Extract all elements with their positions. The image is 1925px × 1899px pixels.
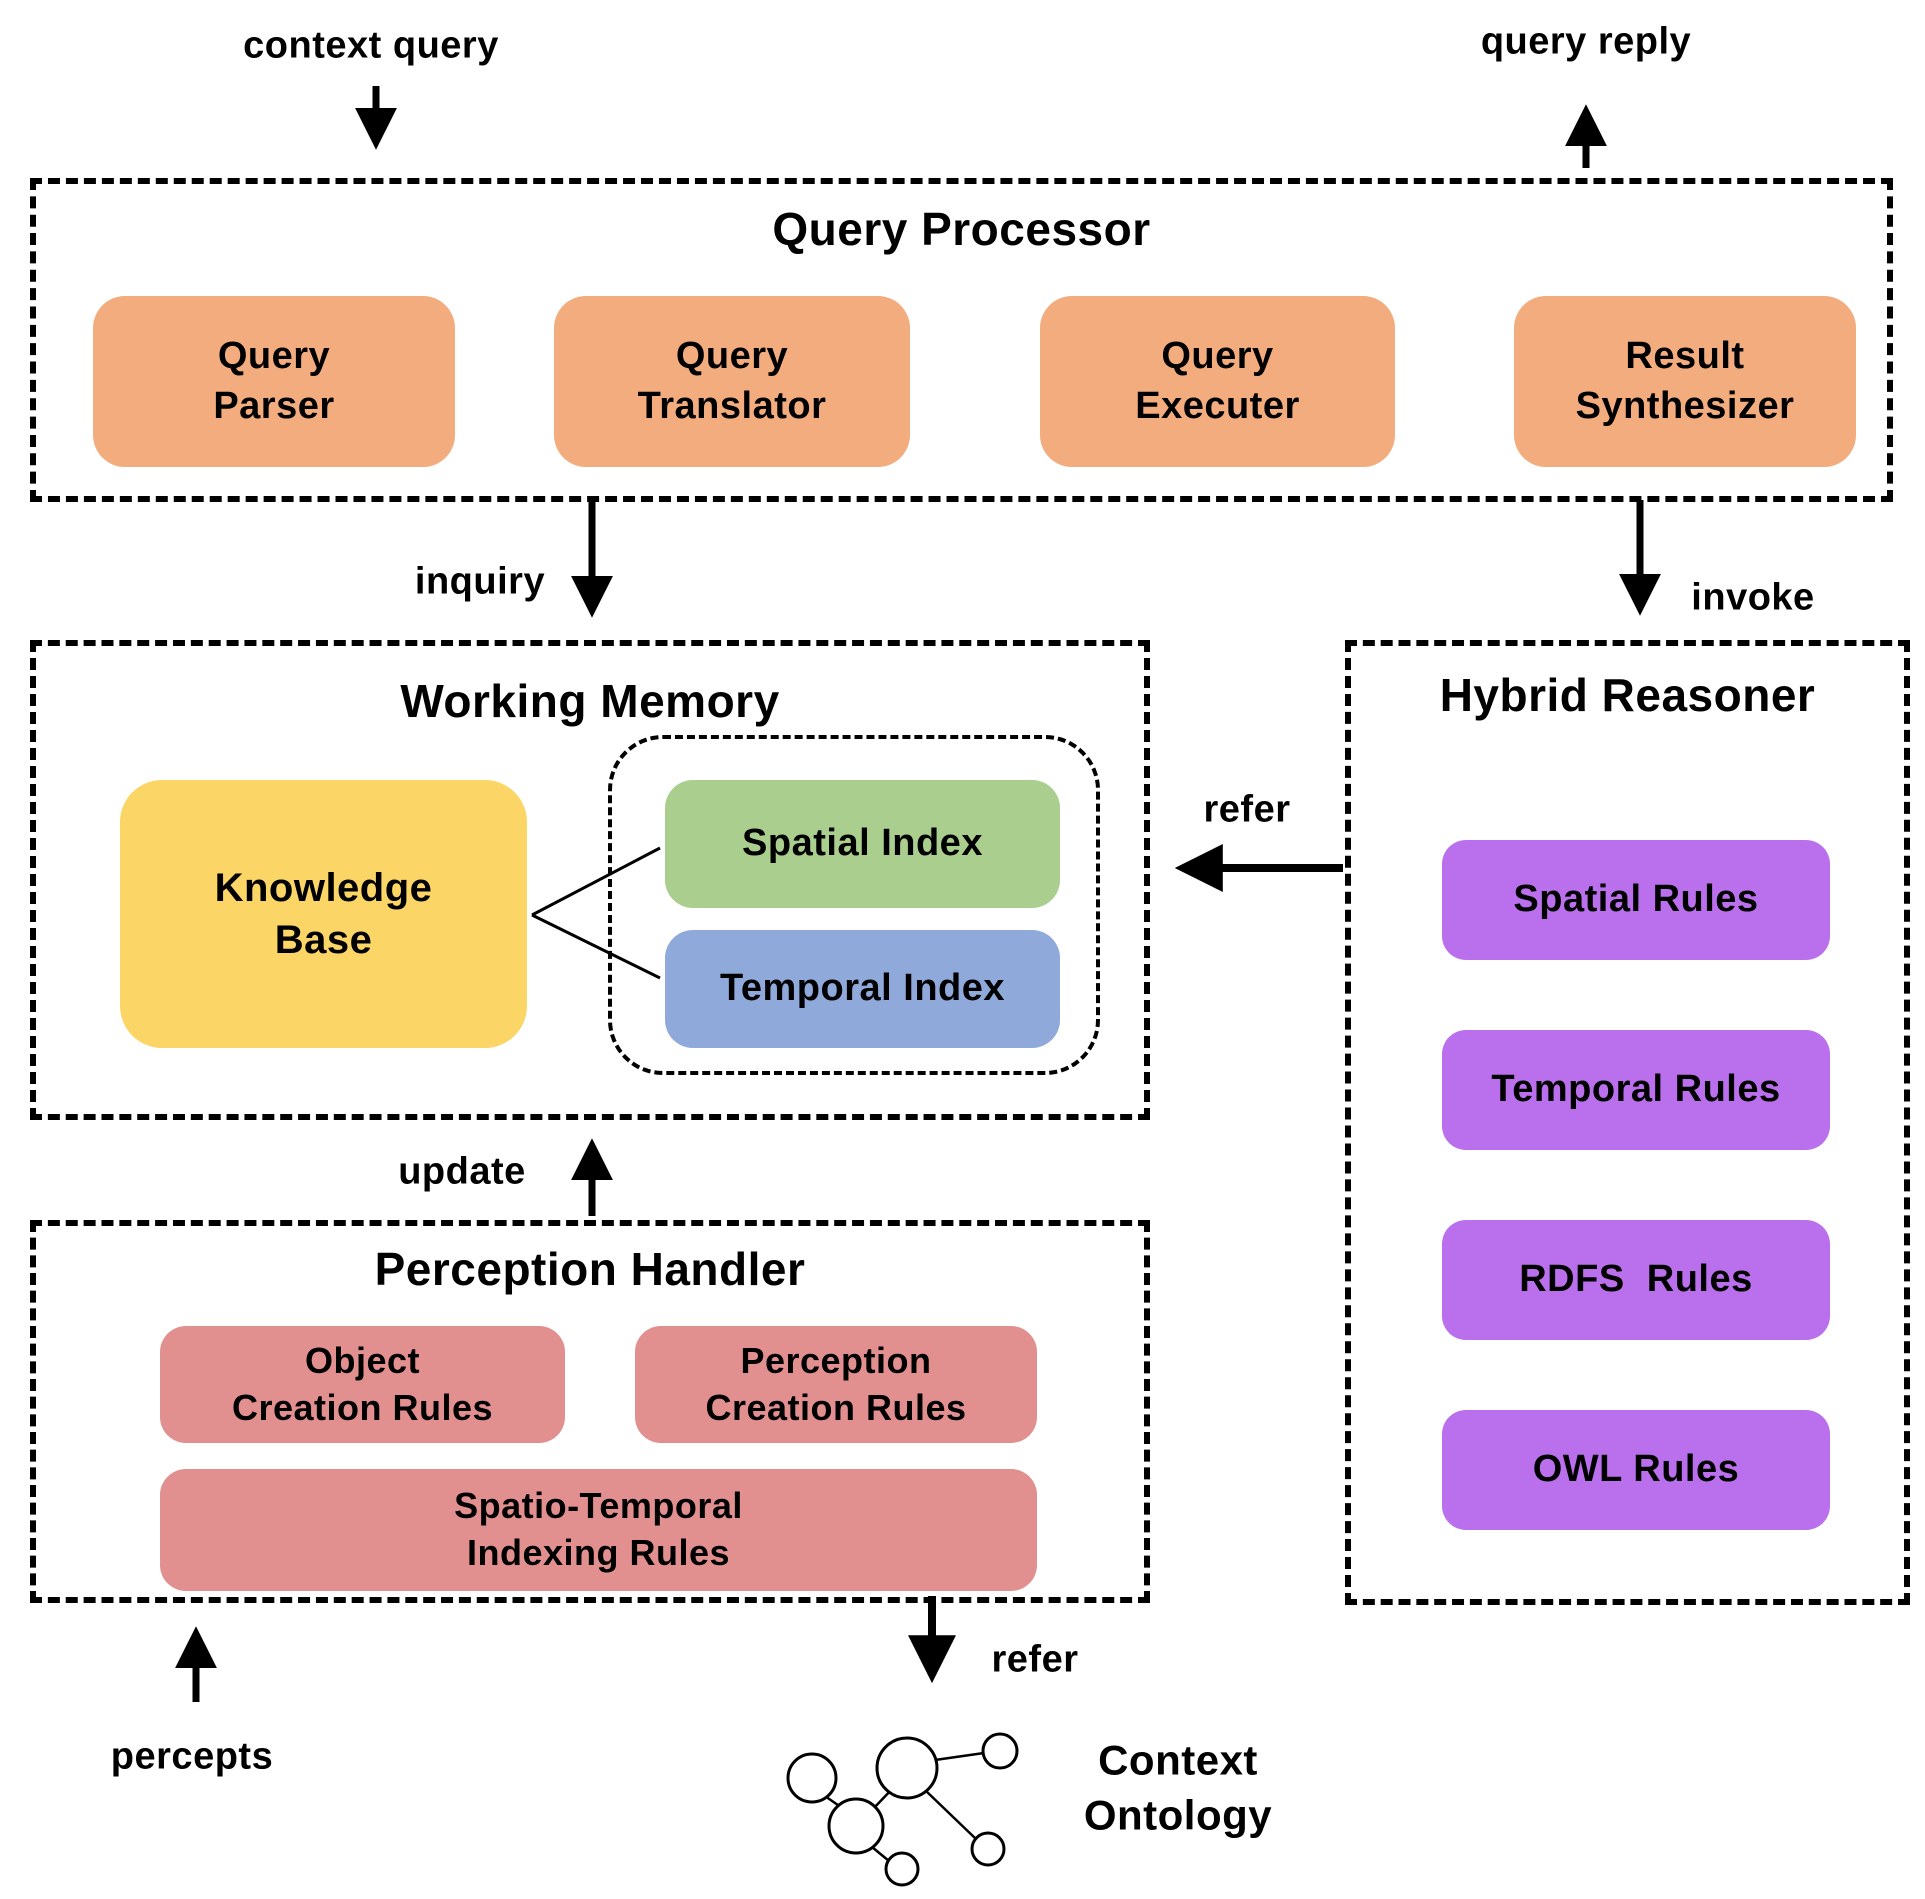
spatial-rules-node: Spatial Rules <box>1442 840 1830 960</box>
inquiry-edge-label: inquiry <box>414 560 546 603</box>
refer-working-memory-edge-label: refer <box>1203 788 1291 831</box>
context-ontology-label: Context Ontology <box>1083 1736 1273 1838</box>
query-translator-node: Query Translator <box>554 296 910 467</box>
refer-ontology-edge-label: refer <box>991 1638 1079 1681</box>
query-reply-label: query reply <box>1480 20 1692 63</box>
perception-creation-rules-node: Perception Creation Rules <box>635 1326 1037 1443</box>
invoke-edge-label: invoke <box>1691 576 1815 619</box>
working-memory-title: Working Memory <box>400 675 780 727</box>
result-synthesizer-node: Result Synthesizer <box>1514 296 1856 467</box>
query-processor-box: Query Processor Query Parser Query Trans… <box>30 178 1893 502</box>
query-parser-node: Query Parser <box>93 296 455 467</box>
temporal-index-node: Temporal Index <box>665 930 1060 1048</box>
working-memory-box: Working Memory Knowledge Base Spatial In… <box>30 640 1150 1120</box>
update-edge-label: update <box>398 1150 526 1193</box>
context-ontology-graph-icon <box>786 1732 1019 1887</box>
spatio-temporal-indexing-rules-node: Spatio-Temporal Indexing Rules <box>160 1469 1037 1591</box>
temporal-rules-node: Temporal Rules <box>1442 1030 1830 1150</box>
spatial-index-node: Spatial Index <box>665 780 1060 908</box>
perception-handler-box: Perception Handler Object Creation Rules… <box>30 1220 1150 1603</box>
context-query-label: context query <box>243 24 499 67</box>
rdfs-rules-node: RDFS Rules <box>1442 1220 1830 1340</box>
owl-rules-node: OWL Rules <box>1442 1410 1830 1530</box>
query-processor-title: Query Processor <box>772 203 1151 255</box>
percepts-label: percepts <box>110 1735 274 1778</box>
knowledge-base-node: Knowledge Base <box>120 780 527 1048</box>
perception-handler-title: Perception Handler <box>374 1243 806 1295</box>
object-creation-rules-node: Object Creation Rules <box>160 1326 565 1443</box>
hybrid-reasoner-title: Hybrid Reasoner <box>1439 669 1816 721</box>
hybrid-reasoner-box: Hybrid Reasoner Spatial Rules Temporal R… <box>1345 640 1910 1605</box>
query-executer-node: Query Executer <box>1040 296 1395 467</box>
